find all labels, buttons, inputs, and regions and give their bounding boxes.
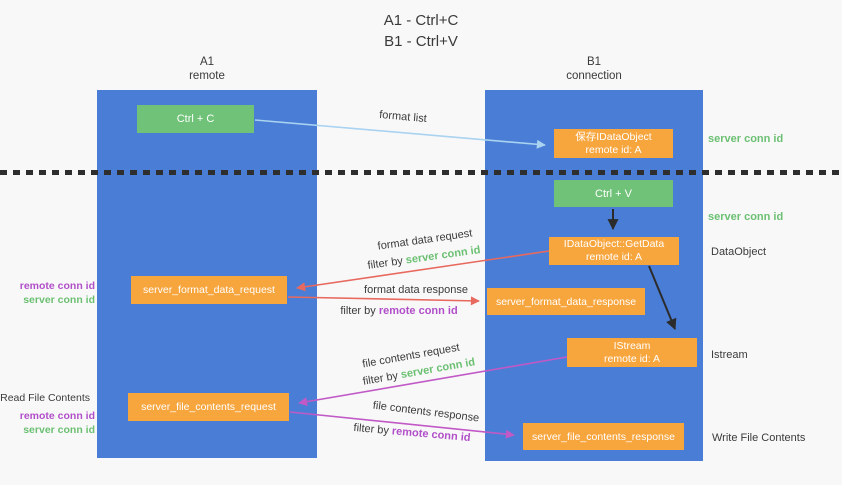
lifeline-b1-header: B1 connection xyxy=(485,55,703,83)
remote-conn-id-text: remote conn id xyxy=(19,280,95,292)
lifeline-b1-subtitle: connection xyxy=(566,70,622,82)
a1-format-conn-ids: remote conn id server conn id xyxy=(20,280,95,307)
label-dataobject-side: DataObject xyxy=(711,246,767,258)
server-conn-id-text: server conn id xyxy=(23,423,95,436)
remote-conn-id-text: remote conn id xyxy=(378,305,458,317)
arrow-format-data-response xyxy=(287,296,480,306)
arrow-file-contents-response xyxy=(289,411,515,439)
server-conn-id-text: server conn id xyxy=(23,293,95,306)
label-read-file-contents: Read File Contents xyxy=(0,392,90,404)
arrow-format-list xyxy=(254,119,546,149)
arrow-file-contents-request xyxy=(298,356,568,407)
title-line-a1: A1 - Ctrl+C xyxy=(383,12,459,29)
filter-by-text: filter by xyxy=(340,305,376,317)
a1-file-conn-ids: remote conn id server conn id xyxy=(20,410,95,437)
istream-line1: IStream xyxy=(613,339,651,352)
getdata-line1: IDataObject::GetData xyxy=(563,238,665,250)
remote-conn-id-text: remote conn id xyxy=(19,410,95,422)
server-format-data-request-label: server_format_data_request xyxy=(143,284,275,296)
server-format-data-response-box: server_format_data_response xyxy=(487,288,645,315)
getdata-box: IDataObject::GetData remote id: A xyxy=(549,237,679,265)
save-idataobject-line1: 保存IDataObject xyxy=(575,130,652,143)
lifeline-b1-name: B1 xyxy=(586,56,602,68)
diagram-title: A1 - Ctrl+C B1 - Ctrl+V xyxy=(0,10,842,52)
save-idataobject-line2: remote id: A xyxy=(585,143,642,156)
arrow-format-data-request xyxy=(296,250,550,292)
lifeline-a1-name: A1 xyxy=(199,56,215,68)
label-format-data-response: format data response xyxy=(364,284,468,296)
lifeline-a1-subtitle: remote xyxy=(189,70,225,82)
arrow-getdata-to-istream xyxy=(648,265,677,331)
server-file-contents-response-box: server_file_contents_response xyxy=(523,423,684,450)
ctrl-c-label: Ctrl + C xyxy=(176,113,215,125)
title-line-b1: B1 - Ctrl+V xyxy=(384,33,458,50)
istream-box: IStream remote id: A xyxy=(567,338,697,367)
lifeline-a1-header: A1 remote xyxy=(97,55,317,83)
ctrl-c-box: Ctrl + C xyxy=(137,105,254,133)
label-server-conn-id-mid: server conn id xyxy=(708,211,784,223)
label-write-file-contents: Write File Contents xyxy=(712,432,806,444)
server-file-contents-request-label: server_file_contents_request xyxy=(141,401,276,413)
server-file-contents-response-label: server_file_contents_response xyxy=(531,430,675,443)
label-filter-by-remote-conn-id-1: filter by remote conn id xyxy=(340,305,457,317)
session-separator-line xyxy=(0,170,842,175)
label-server-conn-id-top: server conn id xyxy=(708,133,784,145)
istream-line2: remote id: A xyxy=(603,352,661,365)
server-file-contents-request-box: server_file_contents_request xyxy=(128,393,289,421)
ctrl-v-label: Ctrl + V xyxy=(595,187,632,200)
ctrl-v-box: Ctrl + V xyxy=(554,180,673,207)
server-format-data-request-box: server_format_data_request xyxy=(131,276,287,304)
label-istream-side: Istream xyxy=(711,349,748,361)
getdata-line2: remote id: A xyxy=(585,251,643,263)
save-idataobject-box: 保存IDataObject remote id: A xyxy=(554,129,673,158)
server-format-data-response-label: server_format_data_response xyxy=(495,295,637,308)
